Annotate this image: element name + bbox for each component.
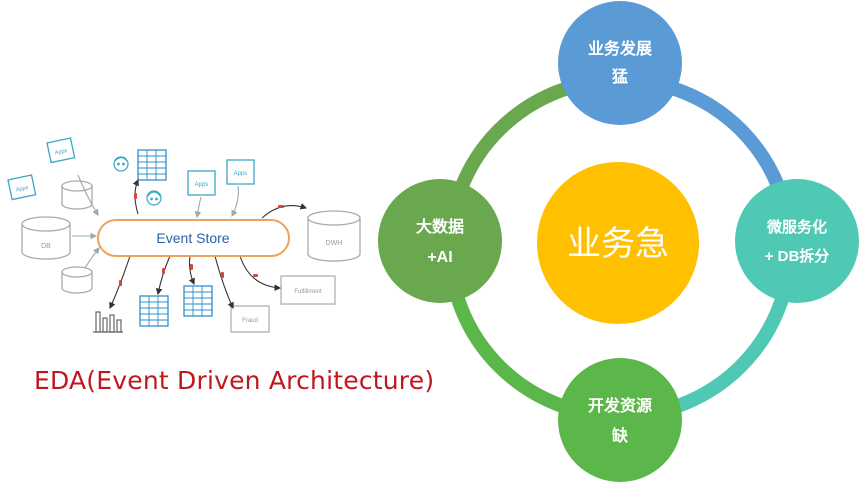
apps-label: Apps	[195, 182, 209, 188]
center-label: 业务急	[567, 224, 669, 264]
apps-label: Apps	[15, 185, 29, 194]
fraud-box: Fraud	[230, 305, 270, 333]
node-top: 业务发展 猛	[558, 1, 682, 125]
node-left: 大数据 +AI	[378, 179, 502, 303]
node-bottom: 开发资源 缺	[558, 358, 682, 482]
eda-connectors	[119, 193, 284, 286]
apps-box-4: Apps	[226, 159, 255, 185]
fulfillment-label: Fulfillment	[294, 289, 322, 295]
table-icon-top	[137, 149, 167, 181]
node-bottom-line2: 缺	[612, 426, 629, 445]
node-bottom-line1: 开发资源	[588, 396, 652, 415]
node-top-line2: 猛	[611, 67, 628, 86]
db-cylinder-small-1	[61, 180, 93, 210]
eda-caption: EDA(Event Driven Architecture)	[34, 366, 435, 395]
center-node: 业务急	[537, 162, 699, 324]
apps-label: Apps	[234, 171, 248, 177]
db-cylinder-small-2	[61, 266, 93, 294]
bar-chart-icon	[93, 311, 123, 333]
db-label: DB	[41, 243, 51, 250]
node-right: 微服务化 + DB拆分	[735, 179, 859, 303]
node-left-line2: +AI	[427, 249, 452, 266]
dwh-label: DWH	[326, 240, 343, 247]
node-right-line1: 微服务化	[766, 218, 827, 236]
node-right-line2: + DB拆分	[765, 247, 830, 265]
apps-box-2: Apps	[7, 174, 37, 201]
dwh-cylinder	[307, 210, 361, 262]
node-top-line1: 业务发展	[588, 39, 653, 58]
fulfillment-box: Fulfillment	[280, 275, 336, 305]
apps-box-1: Apps	[46, 137, 76, 164]
apps-label: Apps	[54, 148, 68, 157]
event-store-node: Event Store	[97, 219, 290, 257]
db-cylinder	[21, 216, 71, 260]
fraud-label: Fraud	[242, 318, 258, 324]
eda-arrows-in	[72, 174, 239, 269]
table-icon-bottom-left	[139, 295, 169, 327]
apps-box-3: Apps	[187, 170, 216, 196]
person-icon-2	[146, 190, 162, 206]
eda-diagram: Apps Apps Apps Apps DB	[7, 137, 361, 333]
event-store-label: Event Store	[156, 230, 229, 246]
node-left-line1: 大数据	[416, 217, 464, 236]
table-icon-bottom-right	[183, 285, 213, 317]
cycle-diagram: 业务急 业务发展 猛 微服务化 + DB拆分 开发资源 缺 大数据 +AI	[378, 1, 859, 482]
person-icon-1	[113, 156, 129, 172]
